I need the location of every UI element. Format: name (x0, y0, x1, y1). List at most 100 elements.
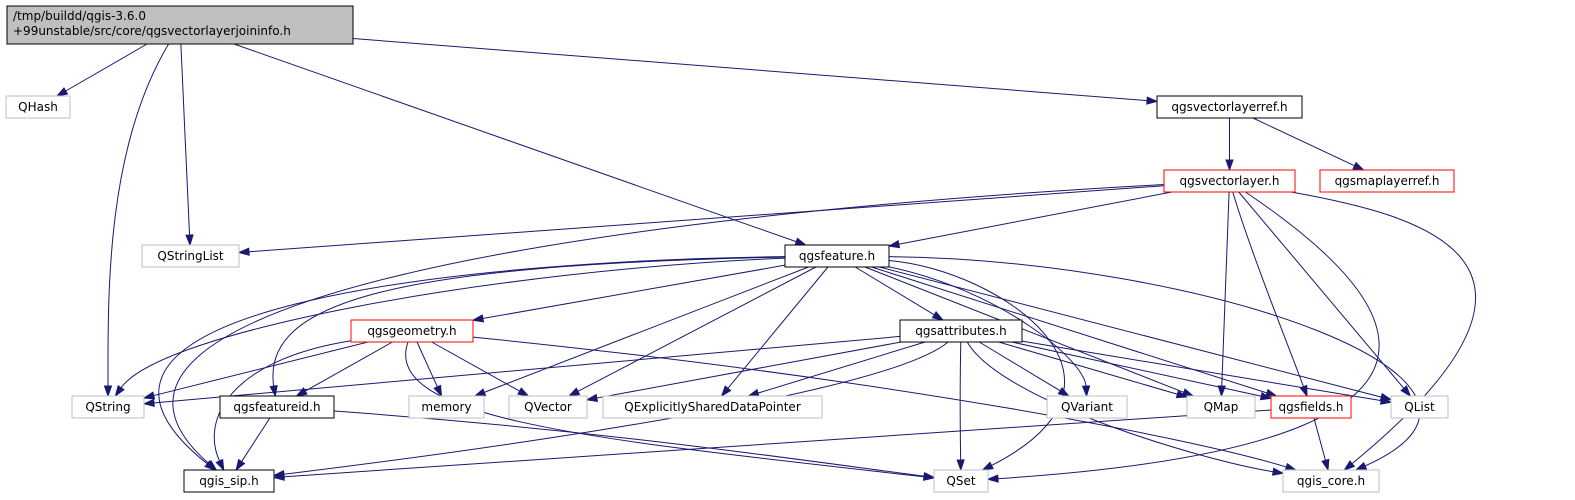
edge-qgsfields-to-qgis_sip (272, 409, 1272, 481)
node-label-root-line-0: /tmp/buildd/qgis-3.6.0 (13, 9, 146, 23)
node-box-qlist (1390, 395, 1449, 419)
node-box-qstringlist (141, 244, 240, 268)
node-label-qgsfeature: qgsfeature.h (799, 249, 875, 263)
edge-qgsfeatureid-to-qgis_sip (235, 417, 271, 472)
node-box-qgsmaplayerref (1319, 169, 1455, 193)
node-label-qgsfeatureid: qgsfeatureid.h (233, 400, 320, 414)
edge-root-to-qhash (55, 43, 148, 97)
edge-qgsattributes-to-qlist (1021, 340, 1393, 405)
node-box-qmap (1186, 395, 1256, 419)
nodes-layer: /tmp/buildd/qgis-3.6.0+99unstable/src/co… (5, 5, 1455, 493)
node-label-qlist: QList (1404, 400, 1435, 414)
edge-qgsgeometry-to-qstring (142, 341, 369, 400)
node-label-qgsvectorlayer: qgsvectorlayer.h (1180, 174, 1280, 188)
node-root[interactable]: /tmp/buildd/qgis-3.6.0+99unstable/src/co… (6, 5, 354, 45)
edge-qgsfeatureid-to-qset (333, 410, 936, 481)
node-qset: QSet (933, 469, 989, 493)
edge-qgsgeometry-to-memory (416, 341, 443, 398)
node-label-qgsgeometry: qgsgeometry.h (367, 324, 456, 338)
node-box-qgsfields (1270, 395, 1352, 419)
node-box-qgis_core (1282, 469, 1380, 493)
node-box-qgis_sip (183, 469, 275, 493)
node-label-root-line-1: +99unstable/src/core/qgsvectorlayerjoini… (13, 24, 291, 38)
edges-layer (55, 38, 1476, 483)
edge-qgsgeometry-to-qvector (431, 341, 530, 397)
edge-root-to-qgsvectorlayerref (352, 38, 1159, 105)
edge-qgsattributes-to-qgis_core (966, 341, 1285, 476)
node-label-qhash: QHash (18, 100, 58, 114)
node-box-qgsattributes (899, 319, 1023, 343)
node-label-qgis_core: qgis_core.h (1297, 474, 1365, 488)
edge-root-to-qstring (103, 43, 170, 398)
node-qexplicit: QExplicitlySharedDataPointer (602, 395, 823, 419)
edge-qgsfeature-to-qstring (114, 257, 786, 398)
node-memory: memory (408, 395, 485, 419)
node-qvariant: QVariant (1046, 395, 1128, 419)
edge-qgsvectorlayer-to-qlist (1238, 191, 1412, 398)
edge-qgsfeature-to-qgsattributes (854, 266, 945, 321)
node-box-qhash (5, 95, 71, 119)
node-label-qgsvectorlayerref: qgsvectorlayerref.h (1171, 100, 1287, 114)
node-qgsmaplayerref[interactable]: qgsmaplayerref.h (1319, 169, 1455, 193)
node-box-qgsfeatureid (219, 395, 335, 419)
edge-qgsfeature-to-memory (473, 266, 809, 397)
edge-root-to-qgsfeature (233, 43, 808, 246)
node-label-qexplicit: QExplicitlySharedDataPointer (624, 400, 801, 414)
edge-qgsvectorlayerref-to-qgsmaplayerref (1252, 117, 1365, 171)
node-qgsgeometry[interactable]: qgsgeometry.h (350, 319, 474, 343)
edge-root-to-qstringlist (180, 43, 194, 247)
node-qstring: QString (71, 395, 145, 419)
node-box-qvector (508, 395, 588, 419)
node-qgis_core: qgis_core.h (1282, 469, 1380, 493)
node-qgsvectorlayerref[interactable]: qgsvectorlayerref.h (1156, 95, 1303, 119)
node-label-qvariant: QVariant (1061, 400, 1113, 414)
node-qmap: QMap (1186, 395, 1256, 419)
edge-qgsfeature-to-qvector (567, 266, 817, 397)
node-label-qvector: QVector (524, 400, 572, 414)
node-label-qgis_sip: qgis_sip.h (199, 474, 258, 488)
node-label-memory: memory (421, 400, 471, 414)
node-qgsfeatureid[interactable]: qgsfeatureid.h (219, 395, 335, 419)
node-label-qgsattributes: qgsattributes.h (915, 324, 1007, 338)
edge-qgsfeature-to-qset (888, 259, 1065, 471)
node-box-qset (933, 469, 989, 493)
edge-qgsgeometry-to-qgsfeatureid (295, 341, 393, 397)
edge-qgsattributes-to-qgsfields (1011, 341, 1273, 401)
edge-qgsgeometry-to-qgis_core (472, 336, 1298, 471)
node-label-qgsmaplayerref: qgsmaplayerref.h (1335, 174, 1440, 188)
node-label-qstringlist: QStringList (157, 249, 224, 263)
node-qvector: QVector (508, 395, 588, 419)
node-qgsvectorlayer[interactable]: qgsvectorlayer.h (1163, 169, 1296, 193)
edge-qgsattributes-to-qstring (142, 335, 901, 408)
node-box-qgsgeometry (350, 319, 474, 343)
edge-qgsattributes-to-qvariant (978, 341, 1071, 397)
node-qstringlist: QStringList (141, 244, 240, 268)
node-box-root (6, 5, 354, 45)
node-qgsattributes[interactable]: qgsattributes.h (899, 319, 1023, 343)
node-box-qstring (71, 395, 145, 419)
edge-qgsvectorlayer-to-qmap (1217, 191, 1230, 398)
edge-qgsfeature-to-qgsfeatureid (269, 256, 786, 398)
node-qgsfeature[interactable]: qgsfeature.h (784, 244, 890, 268)
node-box-qgsfeature (784, 244, 890, 268)
edge-qgsvectorlayer-to-qgis_core (1291, 191, 1476, 471)
edge-qgsfeature-to-qgis_sip (158, 256, 786, 471)
node-qgsfields[interactable]: qgsfields.h (1270, 395, 1352, 419)
node-box-qgsvectorlayer (1163, 169, 1296, 193)
node-box-memory (408, 395, 485, 419)
node-qgis_sip[interactable]: qgis_sip.h (183, 469, 275, 493)
edge-qgsvectorlayer-to-qgsfeature (887, 191, 1173, 249)
edge-qgsattributes-to-qset (956, 341, 965, 472)
edge-qgsvectorlayer-to-qset (986, 191, 1380, 483)
node-box-qgsvectorlayerref (1156, 95, 1303, 119)
edge-qgsvectorlayer-to-qstringlist (237, 185, 1165, 256)
node-label-qset: QSet (946, 474, 975, 488)
edge-qgsvectorlayer-to-qgsfields (1232, 191, 1308, 398)
node-box-qexplicit (602, 395, 823, 419)
edge-qgsvectorlayerref-to-qgsvectorlayer (1225, 118, 1234, 172)
node-qlist: QList (1390, 395, 1449, 419)
node-label-qmap: QMap (1204, 400, 1239, 414)
edge-qgsattributes-to-qmap (998, 341, 1189, 399)
edge-qgsattributes-to-qexplicit (747, 341, 926, 397)
